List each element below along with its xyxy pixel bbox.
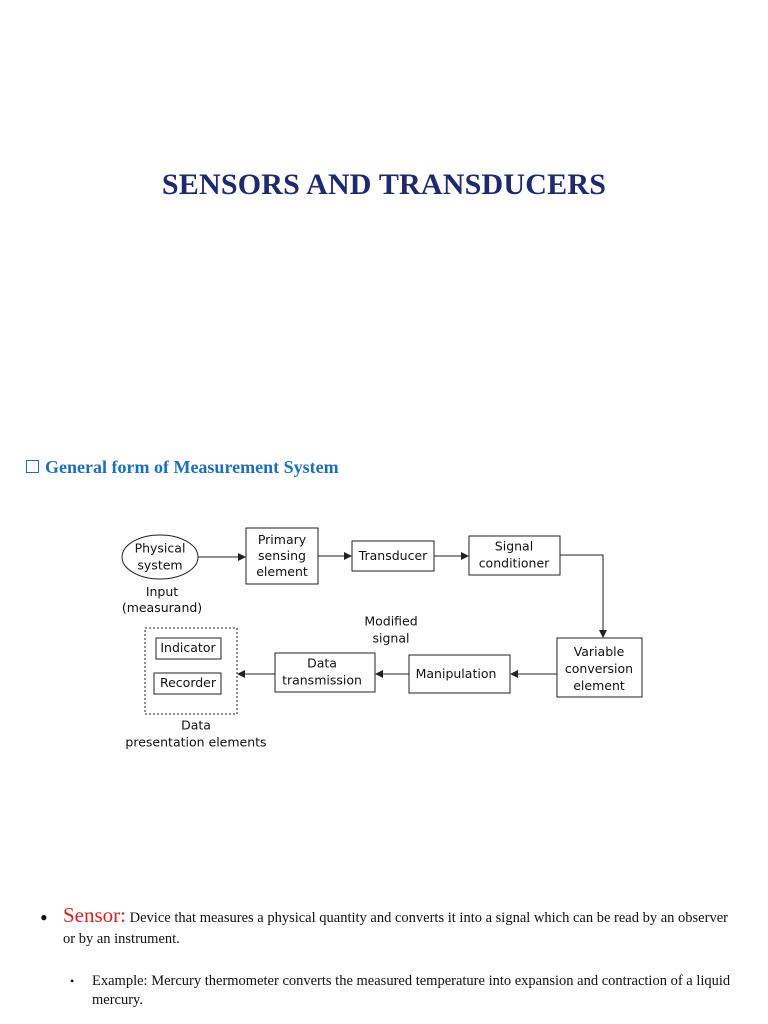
primary-sensing-label-line: sensing (258, 548, 306, 563)
bullet-dot-icon: • (40, 905, 48, 930)
input-measurand-label: Input(measurand) (122, 584, 202, 615)
indicator-label-line: Indicator (160, 640, 216, 655)
transducer-label: Transducer (358, 548, 428, 563)
sensor-bullet: • Sensor: Device that measures a physica… (40, 905, 740, 950)
recorder-label: Recorder (160, 675, 217, 690)
transducer-label-line: Transducer (358, 548, 428, 563)
primary-sensing-label-line: Primary (258, 532, 307, 547)
section-heading-text: General form of Measurement System (45, 457, 339, 477)
signal-conditioner-label: Signal conditioner (479, 539, 550, 571)
recorder-node (153, 672, 222, 695)
indicator-label: Indicator (160, 640, 216, 655)
data-transmission-label-line: Data (307, 656, 337, 671)
variable-conversion-label-line: conversion (565, 661, 633, 676)
data-presentation-label-line: Data (181, 718, 211, 733)
data-presentation-label: Data presentation elements (125, 718, 266, 750)
arrow-conditioner-to-variable (560, 554, 607, 638)
modified-signal-label: Modified signal (364, 614, 417, 646)
signal-conditioner-label-line: Signal (495, 539, 533, 554)
data-presentation-group (144, 627, 238, 715)
sensor-definition: Device that measures a physical quantity… (63, 910, 728, 947)
input-measurand-label-line: Input (146, 584, 178, 599)
variable-conversion-label: Variable conversion element (565, 644, 633, 693)
example-item: • Example: Mercury thermometer converts … (70, 972, 762, 1010)
sensor-colon: : (120, 903, 127, 927)
data-presentation-label-line: presentation elements (125, 735, 266, 750)
variable-conversion-node (556, 637, 643, 698)
variable-conversion-label-line: Variable (574, 644, 625, 659)
sensor-definition-item: • Sensor: Device that measures a physica… (40, 905, 740, 950)
example-text: Example: Mercury thermometer converts th… (92, 973, 731, 1008)
physical-system-label-line: system (137, 558, 182, 573)
modified-signal-label-line: signal (373, 631, 410, 646)
data-transmission-label-line: transmission (282, 673, 362, 688)
manipulation-label: Manipulation (416, 666, 497, 681)
physical-system-label: Physical system (135, 541, 186, 573)
sensor-term: Sensor (63, 903, 121, 927)
signal-conditioner-label-line: conditioner (479, 556, 550, 571)
page-title: SENSORS AND TRANSDUCERS (161, 168, 607, 201)
data-transmission-label: Data transmission (282, 656, 362, 688)
primary-sensing-label-line: element (256, 564, 308, 579)
section-heading: General form of Measurement System (26, 457, 339, 478)
modified-signal-label-line: Modified (364, 614, 417, 629)
recorder-label-line: Recorder (160, 675, 217, 690)
checkbox-bullet-icon (26, 460, 39, 473)
physical-system-label-line: Physical (135, 541, 186, 556)
indicator-node (155, 637, 222, 660)
sub-bullet-dot-icon: • (70, 974, 75, 988)
variable-conversion-label-line: element (573, 678, 625, 693)
input-measurand-label-line: (measurand) (122, 600, 202, 615)
manipulation-label-line: Manipulation (416, 666, 497, 681)
